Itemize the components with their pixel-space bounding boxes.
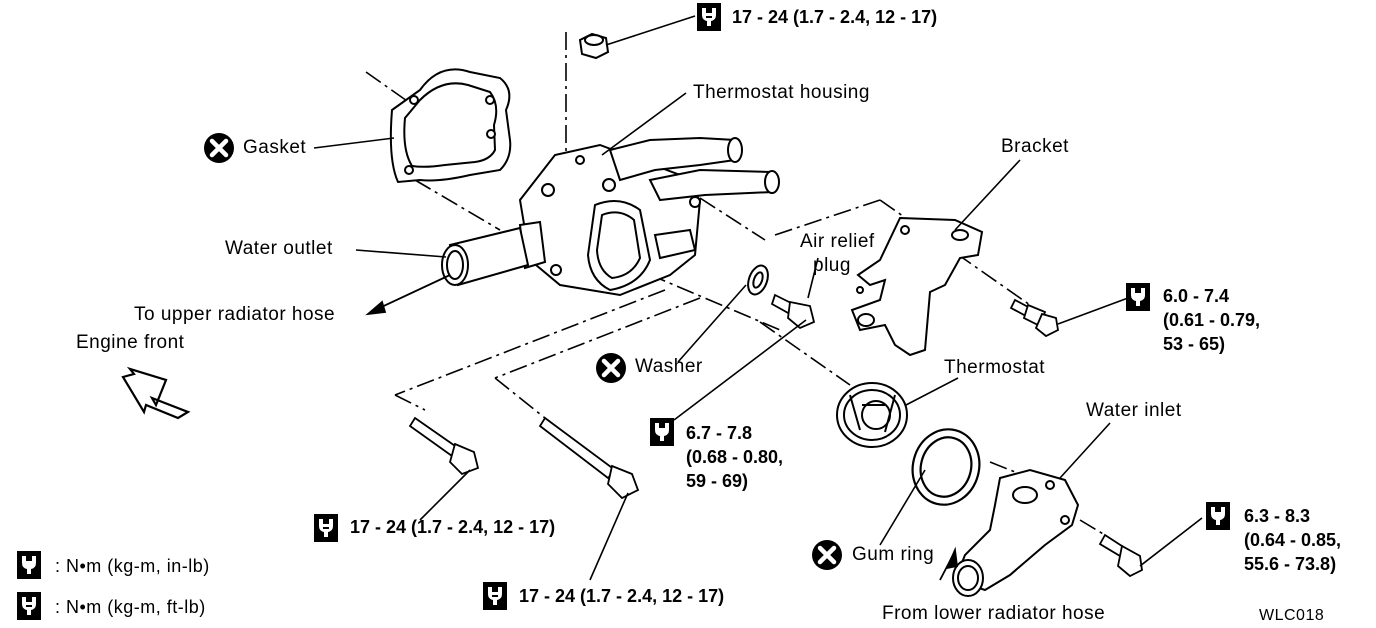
torque-bracket-bolt: 6.0 - 7.4 (0.61 - 0.79, 53 - 65) (1163, 286, 1261, 354)
torque-wrench-outline-icon (314, 514, 338, 542)
torque-wrench-outline-icon (17, 592, 41, 620)
air-relief-plug-part (770, 293, 816, 330)
gasket-part (389, 68, 512, 184)
thermostat-housing-label: Thermostat housing (693, 82, 870, 103)
torque-air-relief-plug: 6.7 - 7.8 (0.68 - 0.80, 59 - 69) (686, 423, 784, 491)
x-circle-icon (812, 540, 842, 570)
water-inlet-bolt (1098, 533, 1143, 578)
torque-wrench-filled-icon (650, 418, 674, 446)
from-lower-radiator-hose-label: From lower radiator hose (882, 603, 1106, 624)
water-inlet-label: Water inlet (1086, 400, 1182, 421)
air-relief-label-line2: plug (813, 255, 851, 276)
flow-arrows (365, 274, 958, 581)
washer-label: Washer (635, 356, 703, 377)
thermostat-label: Thermostat (944, 357, 1046, 378)
engine-front-label: Engine front (76, 332, 185, 353)
bracket-bolt (1009, 298, 1059, 338)
legend-in-lb: : N•m (kg-m, in-lb) (55, 556, 210, 576)
gum-ring-label: Gum ring (852, 544, 935, 565)
washer-part (747, 264, 769, 296)
thermostat-housing-part (441, 136, 780, 297)
torque-wrench-outline-icon (483, 582, 507, 610)
air-relief-label-line1: Air relief (800, 231, 875, 252)
lower-bolt-right (538, 416, 640, 500)
bracket-label: Bracket (1001, 136, 1069, 157)
torque-wrench-filled-icon (1206, 502, 1230, 530)
figure-code: WLC018 (1259, 607, 1325, 624)
torque-lower-bolt-left: 17 - 24 (1.7 - 2.4, 12 - 17) (350, 517, 556, 537)
torque-wrench-filled-icon (17, 551, 41, 579)
torque-water-inlet-bolt: 6.3 - 8.3 (0.64 - 0.85, 55.6 - 73.8) (1244, 506, 1342, 574)
gasket-label: Gasket (243, 137, 307, 158)
x-circle-icon (596, 353, 626, 383)
housing-top-nut (578, 32, 610, 60)
torque-lower-bolt-right: 17 - 24 (1.7 - 2.4, 12 - 17) (519, 586, 725, 606)
gum-ring-part (911, 428, 981, 506)
lower-bolt-left (408, 416, 480, 476)
engine-front-arrow-icon (121, 366, 191, 420)
torque-housing-top-nut: 17 - 24 (1.7 - 2.4, 12 - 17) (732, 7, 938, 27)
water-outlet-label: Water outlet (225, 238, 333, 259)
water-inlet-part (952, 468, 1080, 597)
to-upper-radiator-hose-label: To upper radiator hose (134, 304, 336, 325)
torque-wrench-filled-icon (1126, 283, 1150, 311)
legend-ft-lb: : N•m (kg-m, ft-lb) (55, 597, 206, 617)
thermostat-part (836, 382, 908, 448)
torque-wrench-outline-icon (697, 3, 721, 31)
bracket-part (850, 216, 984, 357)
x-circle-icon (204, 133, 234, 163)
leader-lines (313, 92, 1203, 581)
